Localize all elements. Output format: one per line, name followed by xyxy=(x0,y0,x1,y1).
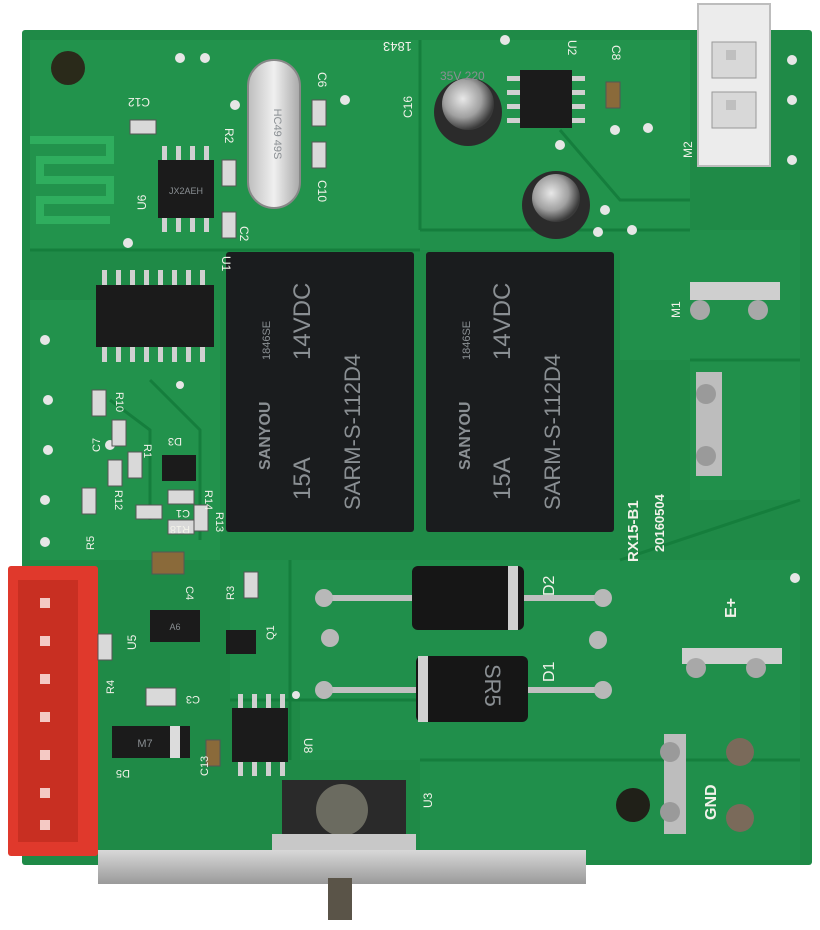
u5-marking: A6 xyxy=(169,622,180,632)
label-c12: C12 xyxy=(128,95,150,109)
label-r1: R1 xyxy=(141,444,153,458)
relay-1-voltage: 14VDC xyxy=(289,283,316,360)
silkscreen: 1843 U2 C8 M2 C16 C12 R2 C6 C10 U6 C2 U1… xyxy=(85,39,740,820)
label-week: 1843 xyxy=(383,39,412,54)
relay-2-brand: SANYOU xyxy=(457,402,474,470)
relay-2-current: 15A xyxy=(489,457,516,500)
capacitor-c-small xyxy=(522,171,590,239)
red-connector xyxy=(8,566,98,856)
d1-marking: SR5 xyxy=(480,664,505,707)
label-c2: C2 xyxy=(237,226,251,242)
diode-d2 xyxy=(315,566,612,630)
label-c4: C4 xyxy=(183,586,195,600)
label-c16: C16 xyxy=(401,96,415,118)
label-u6: U6 xyxy=(135,194,149,210)
label-d3: D3 xyxy=(168,435,182,447)
diode-d1: SR5 xyxy=(315,656,612,722)
label-c3: C3 xyxy=(186,693,200,705)
label-u1: U1 xyxy=(219,256,233,272)
label-u8: U8 xyxy=(301,738,315,754)
label-c10: C10 xyxy=(315,180,329,202)
label-c1: C1 xyxy=(176,507,190,519)
relay-2: SANYOU 1846SE 14VDC 15A SARM-S-112D4 xyxy=(426,252,614,532)
terminal-ground-label: GND xyxy=(703,784,720,820)
relay-1-brand: SANYOU xyxy=(257,402,274,470)
smd-components: A6 M7 xyxy=(81,81,621,776)
heatsink xyxy=(98,780,586,920)
label-q1: Q1 xyxy=(265,625,277,640)
label-c13: C13 xyxy=(199,756,211,776)
label-c6: C6 xyxy=(315,72,329,88)
u6-marking: JX2AEH xyxy=(169,186,203,196)
label-r10: R10 xyxy=(113,392,125,412)
board-name: RX15-B1 xyxy=(625,500,642,562)
label-m1: M1 xyxy=(669,301,683,318)
c16-marking: 35V 220 xyxy=(440,69,485,83)
label-r18: R18 xyxy=(170,523,190,535)
board-date: 20160504 xyxy=(652,493,667,552)
crystal-oscillator: HC49 49S xyxy=(247,59,301,209)
label-r12: R12 xyxy=(112,490,124,510)
label-c7: C7 xyxy=(91,438,103,452)
mounting-holes xyxy=(51,51,650,822)
label-d1: D1 xyxy=(541,661,558,682)
relay-1-batch: 1846SE xyxy=(261,321,273,360)
white-connector xyxy=(697,3,771,167)
label-r13: R13 xyxy=(213,512,225,532)
vias xyxy=(40,35,800,699)
relay-1: SANYOU 1846SE 14VDC 15A SARM-S-112D4 xyxy=(226,252,414,532)
label-u2: U2 xyxy=(565,40,579,56)
label-r2: R2 xyxy=(222,128,236,144)
label-r3: R3 xyxy=(225,586,237,600)
relay-2-batch: 1846SE xyxy=(461,321,473,360)
relay-2-model: SARM-S-112D4 xyxy=(540,354,565,510)
label-m2: M2 xyxy=(681,141,695,158)
chip-u2 xyxy=(507,70,585,128)
d5-marking: M7 xyxy=(137,738,152,750)
diode-pads xyxy=(321,629,607,649)
relay-2-voltage: 14VDC xyxy=(489,283,516,360)
crystal-marking: HC49 49S xyxy=(271,109,283,160)
label-r4: R4 xyxy=(105,680,117,694)
label-d5: D5 xyxy=(116,767,130,779)
chip-u6: JX2AEH xyxy=(158,146,214,232)
capacitor-c16: 35V 220 xyxy=(434,69,502,146)
relay-1-current: 15A xyxy=(289,457,316,500)
label-r5: R5 xyxy=(85,536,97,550)
terminal-pads xyxy=(660,282,782,834)
label-u5: U5 xyxy=(125,634,139,650)
label-d2: D2 xyxy=(541,575,558,596)
terminal-positive-label: E+ xyxy=(723,598,740,618)
label-c8: C8 xyxy=(609,45,623,61)
label-u3: U3 xyxy=(421,792,435,808)
label-r14: R14 xyxy=(202,490,214,510)
chip-u1 xyxy=(96,270,214,362)
relay-1-model: SARM-S-112D4 xyxy=(340,354,365,510)
